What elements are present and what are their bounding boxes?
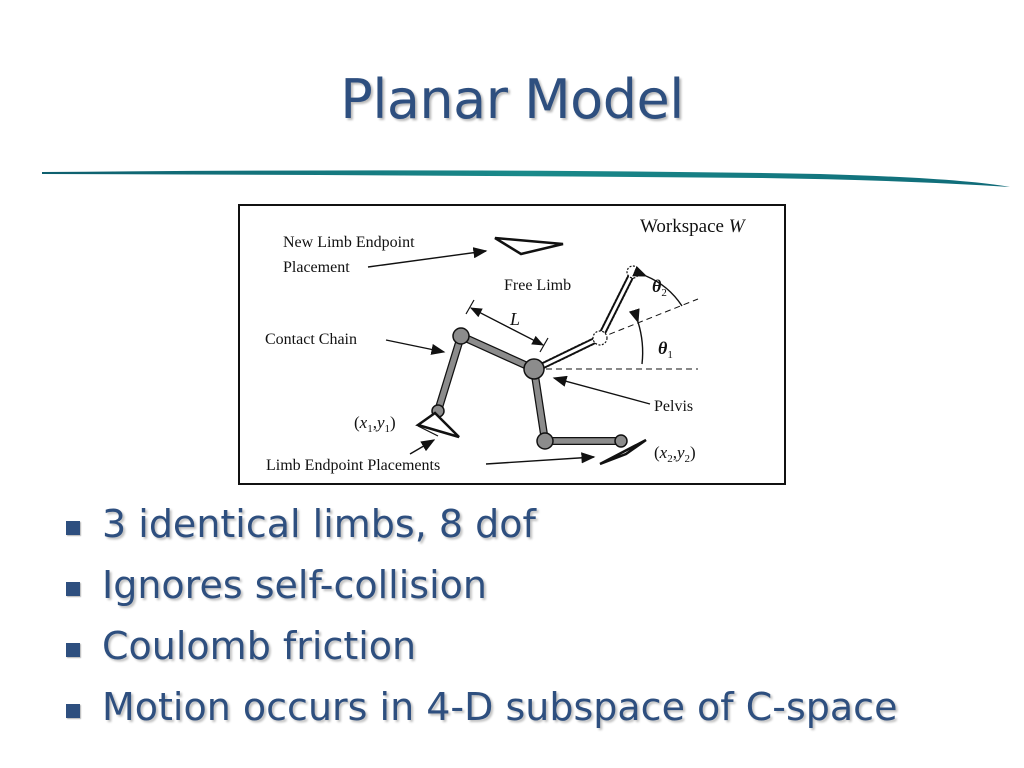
chain-link-3-fill	[531, 366, 548, 444]
bullet-item: 3 identical limbs, 8 dof	[62, 496, 897, 557]
contact-chain-label: Contact Chain	[265, 331, 357, 348]
endpoint-triangle-1	[415, 411, 460, 439]
new-endpoint-arrow	[367, 247, 488, 268]
endpoint-placements-label: Limb Endpoint Placements	[266, 457, 440, 474]
endpoint-triangle-2	[599, 438, 647, 466]
new-endpoint-label-line2: Placement	[283, 259, 350, 276]
point1-arrow	[417, 425, 439, 437]
link-extension-reference	[599, 298, 699, 339]
free-limb-tip	[626, 265, 640, 279]
new-endpoint-triangle	[494, 236, 564, 256]
free-limb-joint	[592, 330, 608, 346]
bullet-square-icon	[66, 521, 80, 535]
chain-joint-upper	[452, 327, 470, 345]
free-limb-link-1-inner	[535, 336, 601, 371]
theta1-arc	[628, 308, 644, 365]
bullet-square-icon	[66, 704, 80, 718]
point1-label: (x1,y1)	[354, 413, 396, 435]
new-endpoint-label-line1: New Limb Endpoint	[283, 234, 415, 251]
workspace-frame	[238, 204, 786, 485]
chain-joint-lower	[536, 432, 554, 450]
pelvis-arrow	[552, 375, 651, 405]
title-divider	[42, 170, 1010, 187]
theta1-label: θ1	[658, 338, 673, 361]
pelvis-joint	[523, 358, 545, 380]
planar-model-figure: Workspace W New Limb Endpoint Placement …	[238, 204, 786, 485]
free-limb-label: Free Limb	[504, 277, 571, 294]
slide-title: Planar Model	[340, 68, 684, 131]
free-limb-link-2-inner	[598, 271, 635, 339]
chain-foot-2	[614, 434, 628, 448]
theta2-label: θ2	[652, 276, 667, 299]
length-label: L	[509, 309, 520, 329]
length-tick-left	[465, 299, 475, 315]
theta2-arc	[632, 265, 683, 307]
endpoint-placements-arrow-left	[409, 439, 436, 455]
bullet-square-icon	[66, 643, 80, 657]
contact-chain-arrow	[385, 339, 446, 355]
bullet-item: Motion occurs in 4-D subspace of C-space	[62, 679, 897, 740]
endpoint-placements-arrow-right	[485, 452, 596, 465]
workspace-label: Workspace W	[640, 216, 747, 237]
point2-label: (x2,y2)	[654, 443, 696, 465]
bullet-list: 3 identical limbs, 8 dof Ignores self-co…	[62, 496, 897, 740]
chain-link-1-fill	[435, 333, 464, 414]
bullet-item: Coulomb friction	[62, 618, 897, 679]
bullet-square-icon	[66, 582, 80, 596]
chain-link-2-fill	[458, 333, 537, 372]
bullet-item: Ignores self-collision	[62, 557, 897, 618]
pelvis-label: Pelvis	[654, 398, 693, 415]
length-dimension-back	[469, 307, 544, 346]
